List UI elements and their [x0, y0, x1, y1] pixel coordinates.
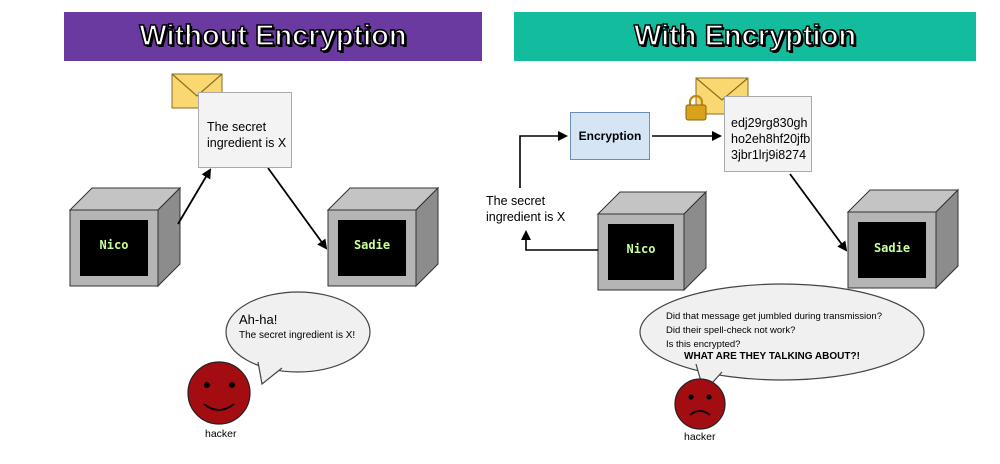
hacker-exclaim: Ah-ha!: [239, 312, 278, 327]
hacker-shout: WHAT ARE THEY TALKING ABOUT?!: [684, 351, 860, 362]
computer-nico-right: [596, 190, 708, 292]
computer-sadie-left: [326, 186, 440, 288]
hacker-question-2: Did their spell-check not work?: [666, 325, 796, 336]
screen-label-nico-right: Nico: [626, 242, 656, 256]
title-with-encryption: With Encryption: [514, 12, 976, 61]
arrow-plaintext-to-encryption: [519, 131, 568, 188]
arrow-ciphertext-to-sadie: [789, 173, 848, 252]
ciphertext-line: edj29rg830gh: [731, 116, 808, 130]
plaintext-label: The secret ingredient is X: [486, 194, 566, 224]
hacker-face-happy: [187, 361, 251, 425]
hacker-speech-bubble-left: [225, 291, 371, 386]
message-text: The secret ingredient is X: [207, 120, 287, 150]
computer-sadie-right: [846, 188, 960, 290]
hacker-speech-bubble-right: [639, 283, 925, 394]
plaintext-message-note: The secret ingredient is X: [198, 92, 292, 168]
hacker-question-1: Did that message get jumbled during tran…: [666, 311, 882, 322]
ciphertext-line: 3jbr1lrj9i8274: [731, 148, 807, 162]
encryption-box: Encryption: [570, 112, 650, 160]
hacker-face-sad: [674, 378, 726, 430]
hacker-label-left: hacker: [205, 428, 237, 440]
screen-label-sadie-left: Sadie: [353, 238, 391, 252]
computer-nico-left: [68, 186, 182, 288]
arrow-message-to-sadie: [267, 167, 328, 250]
padlock-icon: [685, 94, 707, 121]
hacker-question-3: Is this encrypted?: [666, 339, 741, 350]
title-without-encryption: Without Encryption: [64, 12, 482, 61]
hacker-line: The secret ingredient is X!: [239, 330, 356, 341]
screen-label-sadie-right: Sadie: [873, 241, 911, 255]
hacker-label-right: hacker: [684, 431, 716, 443]
ciphertext-note: edj29rg830gh ho2eh8hf20jfb 3jbr1lrj9i827…: [724, 96, 812, 172]
arrow-nico-to-message: [177, 168, 212, 225]
screen-label-nico-left: Nico: [99, 238, 129, 252]
arrow-nico-to-plaintext: [521, 230, 598, 251]
ciphertext-line: ho2eh8hf20jfb: [731, 132, 811, 146]
